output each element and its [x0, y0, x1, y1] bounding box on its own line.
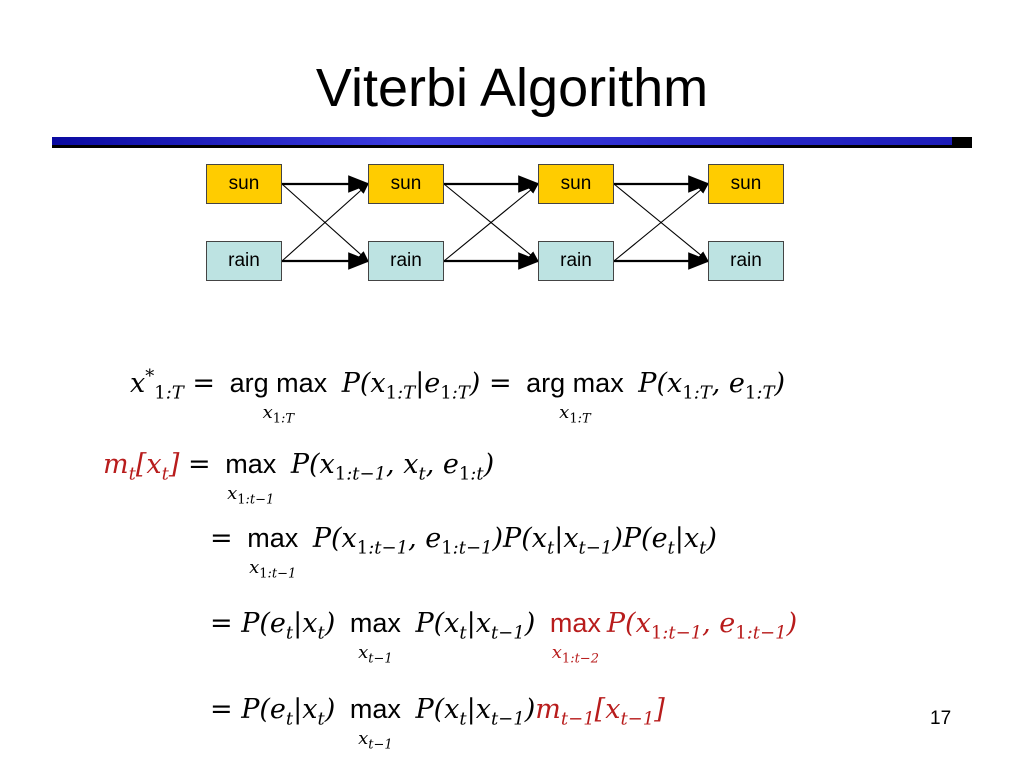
node-rain-1: rain — [206, 241, 282, 281]
node-rain-2: rain — [368, 241, 444, 281]
node-rain-3: rain — [538, 241, 614, 281]
title-underline-blue — [52, 137, 952, 145]
title-underline-black — [52, 145, 972, 148]
viterbi-lattice — [281, 175, 711, 270]
node-rain-4: rain — [708, 241, 784, 281]
transition-edge-rain-to-sun-2 — [443, 183, 539, 262]
node-sun-3: sun — [538, 164, 614, 204]
title-underline-end — [952, 137, 972, 148]
page-number: 17 — [930, 708, 952, 729]
node-sun-2: sun — [368, 164, 444, 204]
transition-edge-rain-to-sun-3 — [613, 183, 709, 262]
slide-title: Viterbi Algorithm — [315, 58, 709, 118]
node-sun-4: sun — [708, 164, 784, 204]
transition-edge-rain-to-sun-1 — [281, 183, 369, 262]
node-sun-1: sun — [206, 164, 282, 204]
